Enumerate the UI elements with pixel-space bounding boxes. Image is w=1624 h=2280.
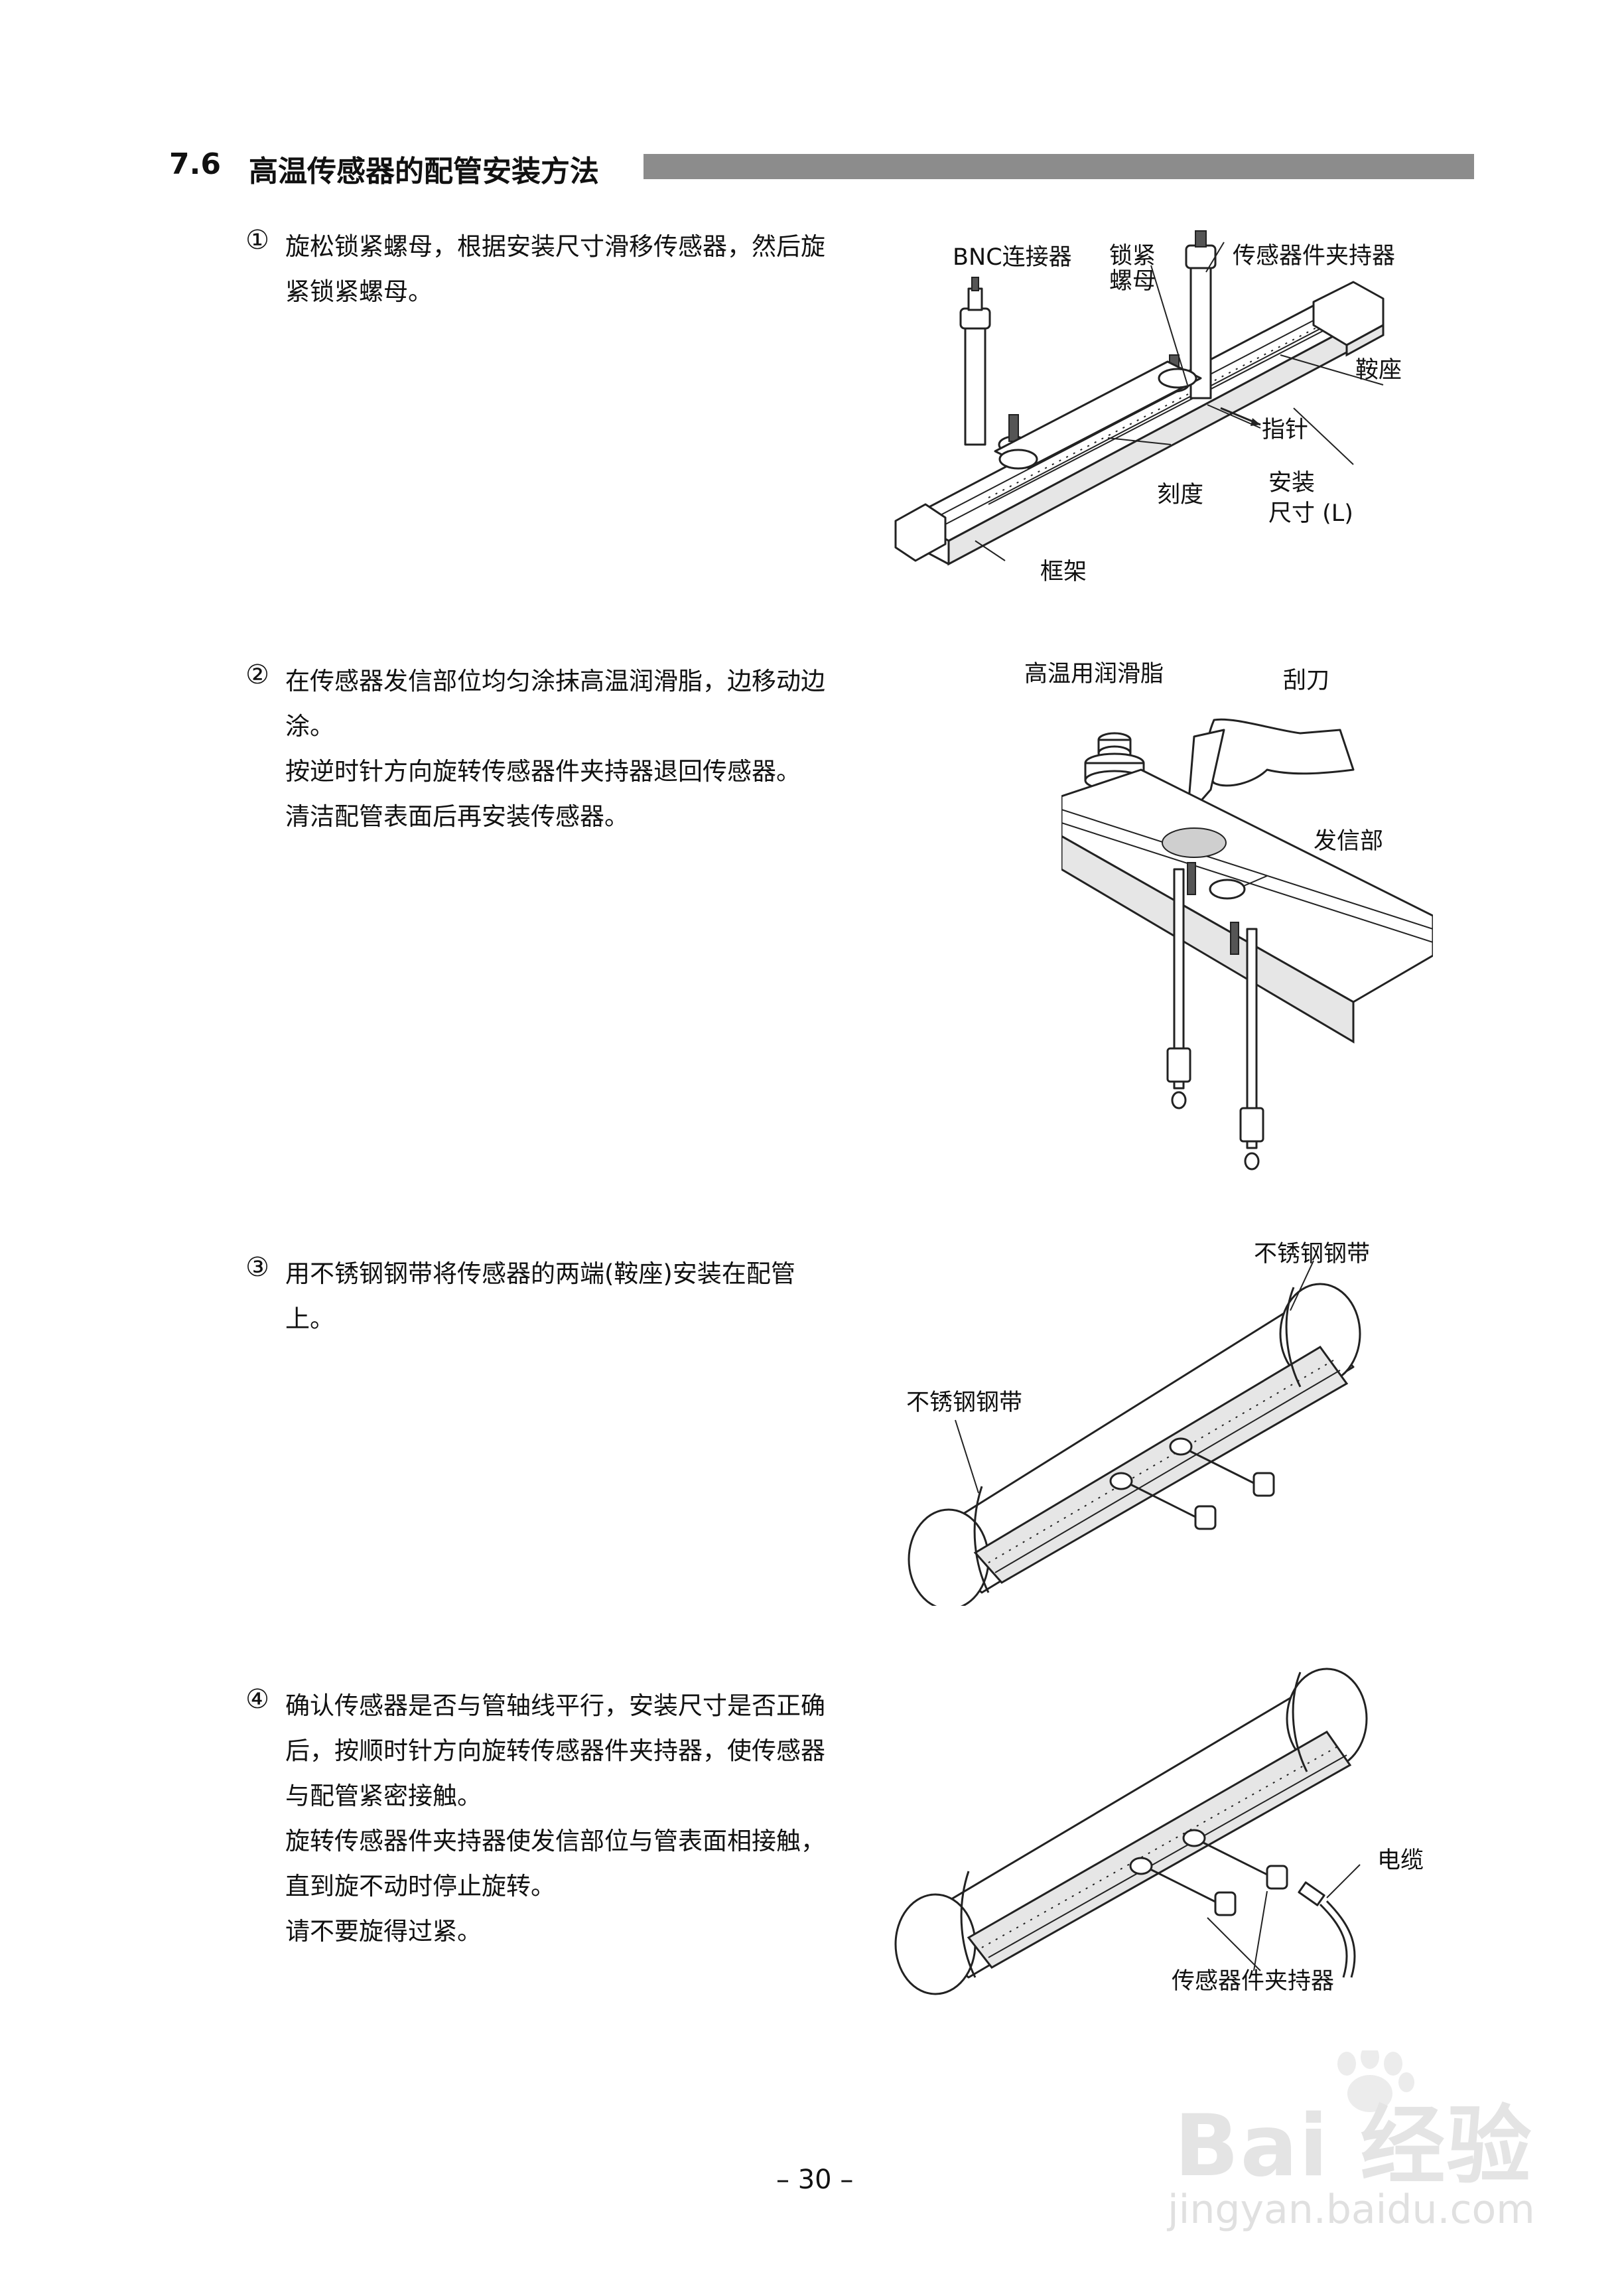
- figure-tightening: [894, 1668, 1368, 1995]
- label-frame: 框架: [1040, 559, 1087, 585]
- figure-grease-application: [1061, 718, 1433, 1171]
- scale-ticks: [988, 308, 1354, 505]
- section-number: 7.6: [169, 147, 221, 181]
- step-4-line: 与配管紧密接触。: [285, 1782, 482, 1810]
- label-install-size-1: 安装: [1268, 470, 1316, 496]
- step-4-line: 旋转传感器件夹持器使发信部位与管表面相接触，: [285, 1827, 825, 1855]
- label-cable: 电缆: [1377, 1847, 1424, 1874]
- step-4-line: 请不要旋得过紧。: [285, 1917, 482, 1946]
- label-pointer: 指针: [1262, 417, 1309, 443]
- label-scale: 刻度: [1157, 482, 1204, 508]
- step-2-line: 在传感器发信部位均匀涂抹高温润滑脂，边移动边: [285, 667, 825, 695]
- step-2-line: 按逆时针方向旋转传感器件夹持器退回传感器。: [285, 757, 801, 786]
- figure-sensor-frame: [894, 230, 1385, 566]
- step-3-marker: ③: [245, 1252, 269, 1283]
- band-left: [973, 1486, 990, 1593]
- holder-rods: [1166, 862, 1264, 1171]
- step-4-line: 直到旋不动时停止旋转。: [285, 1872, 555, 1900]
- step-1-line: 旋松锁紧螺母，根据安装尺寸滑移传感器，然后旋: [285, 232, 825, 261]
- section-header-bar: [643, 154, 1474, 179]
- label-band-left: 不锈钢钢带: [906, 1389, 1023, 1416]
- label-install-size-2: 尺寸 (L): [1268, 500, 1353, 527]
- figure-band-mounting: [908, 1260, 1361, 1606]
- sensor-frame: [967, 1731, 1352, 1969]
- label-bnc-connector: BNC连接器: [953, 244, 1072, 271]
- sensor-frame: [973, 1346, 1349, 1584]
- step-4-marker: ④: [245, 1684, 269, 1715]
- emitter-spot: [1209, 879, 1246, 900]
- step-2-marker: ②: [245, 660, 269, 690]
- watermark-url: jingyan.baidu.com: [1168, 2186, 1535, 2233]
- watermark-paw-icon: [1337, 2050, 1414, 2112]
- frame-end-clamp: [894, 503, 947, 562]
- label-emitter: 发信部: [1314, 828, 1384, 855]
- section-title: 高温传感器的配管安装方法: [249, 155, 599, 188]
- label-sensor-holder: 传感器件夹持器: [1172, 1968, 1335, 1995]
- bnc-connector: [959, 277, 991, 446]
- label-scraper: 刮刀: [1283, 668, 1330, 694]
- holder-rods: [1129, 1829, 1288, 1916]
- sensor-bar-top: [1061, 768, 1433, 1003]
- step-3-line: 上。: [285, 1305, 334, 1333]
- step-4-line: 后，按顺时针方向旋转传感器件夹持器，使传感器: [285, 1737, 825, 1765]
- label-lock-nut-1: 锁紧: [1109, 243, 1156, 269]
- step-3-line: 用不锈钢钢带将传感器的两端(鞍座)安装在配管: [285, 1259, 795, 1288]
- step-2-line: 清洁配管表面后再安装传感器。: [285, 802, 629, 831]
- label-grease: 高温用润滑脂: [1024, 661, 1164, 687]
- label-lock-nut-2: 螺母: [1109, 268, 1156, 295]
- label-sensor-holder: 传感器件夹持器: [1233, 243, 1396, 269]
- label-saddle: 鞍座: [1355, 357, 1402, 384]
- holder-rods: [1109, 1437, 1275, 1530]
- step-1-line: 紧锁紧螺母。: [285, 277, 433, 306]
- cable: [1298, 1881, 1356, 1978]
- page-number: – 30 –: [776, 2165, 854, 2195]
- step-4-line: 确认传感器是否与管轴线平行，安装尺寸是否正确: [285, 1691, 825, 1720]
- watermark-brand: Bai 经验: [1174, 2097, 1533, 2196]
- step-1-marker: ①: [245, 225, 269, 255]
- band-right: [1285, 1287, 1302, 1388]
- label-band-right: 不锈钢钢带: [1254, 1241, 1371, 1267]
- step-2-line: 涂。: [285, 712, 334, 741]
- scraper-hand: [1186, 718, 1355, 818]
- grease-spot: [1162, 827, 1227, 858]
